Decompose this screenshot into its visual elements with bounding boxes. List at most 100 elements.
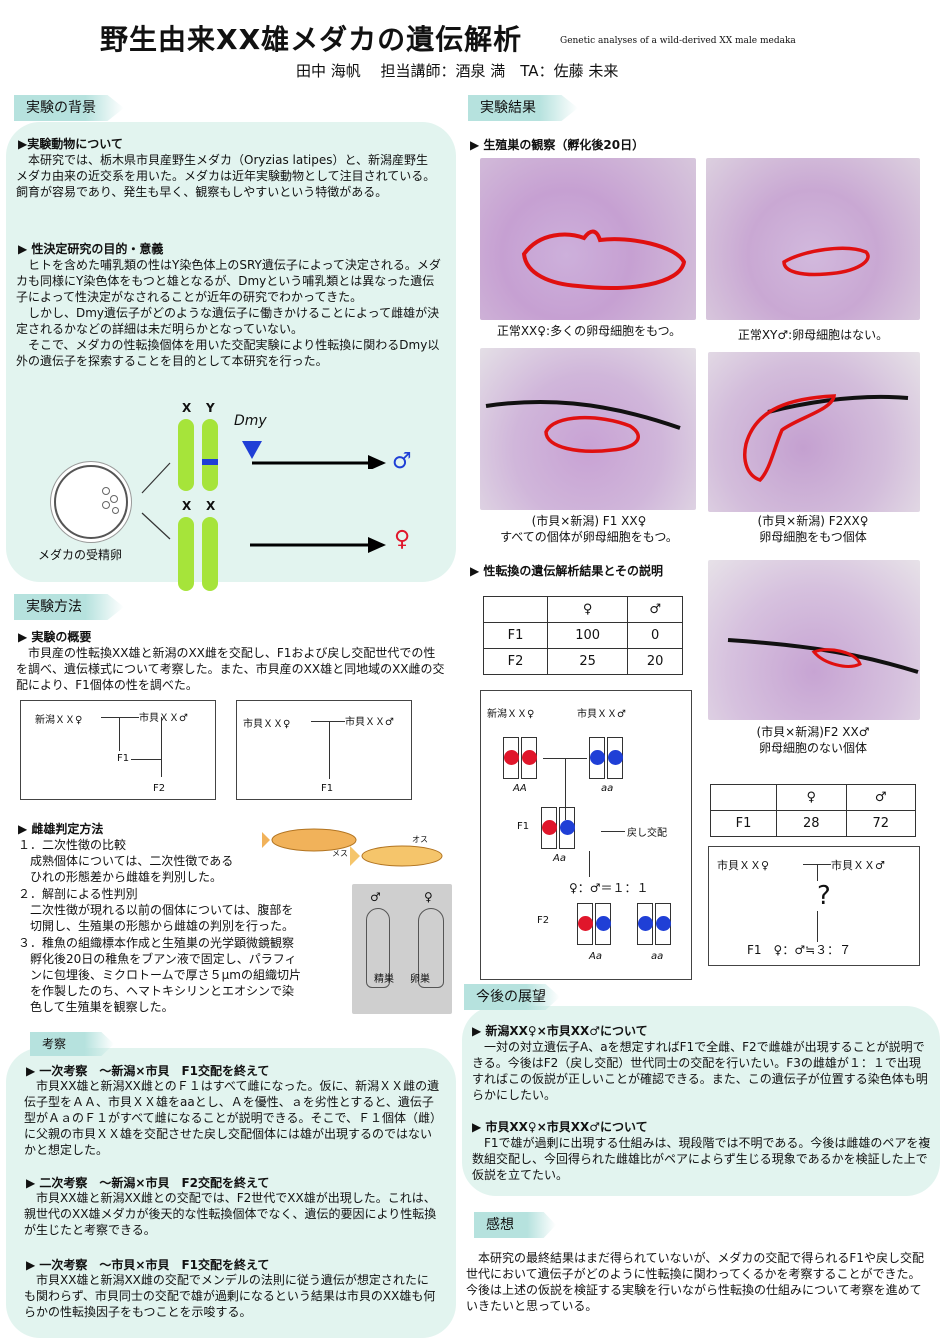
caption-f2-xx-male: (市貝×新潟)F2 XX♂ 卵母細胞のない個体 <box>756 725 870 755</box>
allele-A-1 <box>504 750 519 765</box>
dissection-male-symbol: ♂ <box>370 890 381 904</box>
outlook-panel <box>462 1006 940 1196</box>
caption-normal-xy: 正常XY♂:卵母細胞はない。 <box>737 328 889 342</box>
fish-illustration: メス オス <box>260 810 452 880</box>
method-item-1-text: 成熟個体については、二次性徴である ひれの形態差から雌雄を判別した。 <box>30 854 234 884</box>
sexing-title: ▶ 雌雄判定方法 <box>18 822 104 836</box>
dmy-band <box>202 459 218 465</box>
x-label-3: X <box>206 499 216 513</box>
cross2-female: 市貝ＸＸ♀ <box>243 719 291 730</box>
y-label: Y <box>206 401 215 415</box>
cross1-f1: F1 <box>117 753 130 764</box>
t2-male-header: ♂ <box>845 784 916 811</box>
dmy-arrow <box>242 441 386 469</box>
cross-diagram-2: 市貝ＸＸ♀ 市貝ＸＸ♂ F1 <box>236 700 412 800</box>
outlook-2-text: F1で雄が過剰に出現する仕組みは、現段階では不明である。今後は雌雄のペアを複数組… <box>472 1136 931 1182</box>
x-label-1: X <box>182 401 192 415</box>
english-subtitle: Genetic analyses of a wild-derived XX ma… <box>560 36 796 46</box>
fish-label-male: オス <box>412 835 428 844</box>
cross1-female: 新潟ＸＸ♀ <box>35 715 83 726</box>
t1-row-f2-label: F2 <box>483 648 548 675</box>
cross3-question: ? <box>815 881 833 911</box>
t2-f1-female: 28 <box>776 810 847 837</box>
gc-aa-label: aa <box>601 783 614 794</box>
x-chromosome-1 <box>178 419 194 491</box>
caption-f1-xx: (市貝×新潟) F1 XX♀ すべての個体が卵母細胞をもつ。 <box>500 514 678 544</box>
t1-row-f1-label: F1 <box>483 622 548 649</box>
purpose-section-title: ▶ 性決定研究の目的・意義 <box>18 242 164 256</box>
cross-diagram-1: 新潟ＸＸ♀ 市貝ＸＸ♂ F1 F2 <box>20 700 216 800</box>
fish-label-female: メス <box>332 849 348 858</box>
discussion-3-title: ▶ 一次考察 ～市貝×市貝 F1交配を終えて <box>26 1258 270 1272</box>
xx-outline <box>521 229 687 290</box>
background-heading: 実験の背景 <box>14 95 124 121</box>
cross1-male: 市貝ＸＸ♂ <box>139 713 188 724</box>
gc-ratio: ♀：♂＝１：１ <box>569 881 649 895</box>
cross2-male: 市貝ＸＸ♂ <box>345 717 394 728</box>
t1-f2-male: 20 <box>627 648 683 675</box>
f1-outline <box>485 399 681 453</box>
outlook-2-title: ▶ 市貝XX♀×市貝XX♂について <box>472 1120 648 1134</box>
poster-title: 野生由来XX雄メダカの遺伝解析 <box>100 23 523 56</box>
y-chromosome <box>202 419 218 491</box>
x-chromosome-3 <box>202 517 218 591</box>
outlook-heading: 今後の展望 <box>464 984 560 1010</box>
egg-caption: メダカの受精卵 <box>38 548 123 562</box>
allele-A-2 <box>522 750 537 765</box>
female-symbol: ♀ <box>394 527 411 552</box>
allele-f2-a-1 <box>596 916 611 931</box>
allele-f2-a-3 <box>656 916 671 931</box>
cross3-male: 市貝ＸＸ♂ <box>831 859 885 872</box>
gc-parent-male: 市貝ＸＸ♂ <box>577 709 626 720</box>
testis-label: 精巣 <box>374 974 394 985</box>
gc-parent-female: 新潟ＸＸ♀ <box>487 709 535 720</box>
caption-normal-xx: 正常XX♀:多くの卵母細胞をもつ。 <box>496 324 682 338</box>
histology-f2-xx-female <box>708 352 920 512</box>
male-symbol: ♂ <box>392 449 412 474</box>
discussion-2-title: ▶ 二次考察 ～新潟×市貝 F2交配を終えて <box>26 1176 270 1190</box>
cross1-f2: F2 <box>153 783 166 794</box>
dissection-female-symbol: ♀ <box>424 890 433 904</box>
discussion-1-title: ▶ 一次考察 ～新潟×市貝 F1交配を終えて <box>26 1064 270 1078</box>
allele-f2-a-2 <box>638 916 653 931</box>
method-item-2-text: 二次性徴が現れる以前の個体については、腹部を 切開し、生殖巣の形態から雌雄の判別… <box>30 903 295 933</box>
branch-arrows <box>141 462 171 540</box>
t1-f2-female: 25 <box>546 648 629 675</box>
t2-row-f1-label: F1 <box>710 810 777 837</box>
results-table-1: ♀ ♂ F1 100 0 F2 25 20 <box>483 596 683 675</box>
impression-heading: 感想 <box>474 1212 556 1238</box>
f2-female-outline <box>743 394 909 483</box>
dissection-photo: ♂ ♀ 精巣 卵巣 <box>352 884 452 1014</box>
discussion-2-text: 市貝XX雄と新潟XX雌との交配では、F2世代でXX雄が出現した。これは、親世代の… <box>24 1191 437 1237</box>
genetics-title: ▶ 性転換の遺伝解析結果とその説明 <box>470 564 664 578</box>
x-label-2: X <box>182 499 192 513</box>
results-heading: 実験結果 <box>468 95 578 121</box>
animal-text: 本研究では、栃木県市貝産野生メダカ（Oryzias latipes）と、新潟産野… <box>16 153 436 199</box>
gc-AA-label: AA <box>513 783 527 794</box>
authors: 田中 海帆 担当講師：酒泉 満 TA：佐藤 未来 <box>296 62 619 80</box>
t2-female-header: ♀ <box>776 784 847 811</box>
t1-male-header: ♂ <box>627 596 683 623</box>
female-specimen <box>418 908 444 988</box>
cross3-f1-result: F1 ♀：♂≒３：７ <box>747 943 852 957</box>
methods-heading: 実験方法 <box>14 594 124 620</box>
discussion-panel <box>6 1048 456 1338</box>
sex-determination-figure: メダカの受精卵 X Y X X Dmy ♂ ♀ <box>20 395 450 595</box>
xy-outline <box>782 246 870 277</box>
method-item-3-text: 孵化後20日の稚魚をブアン液で固定し、パラフィ ンに包埋後、ミクロトームで厚さ５… <box>30 952 301 1014</box>
allele-a-2 <box>608 750 623 765</box>
overview-text: 市貝産の性転換XX雄と新潟のXX雌を交配し、F1および戻し交配世代での性を調べ、… <box>16 646 445 692</box>
purpose-text: ヒトを含めた哺乳類の性はY染色体上のSRY遺伝子によって決定される。メダカも同様… <box>16 258 441 368</box>
ovary-label: 卵巣 <box>410 974 430 985</box>
animal-section-title: ▶実験動物について <box>18 137 123 151</box>
gc-Aa-label: Aa <box>553 853 566 864</box>
allele-f1-A <box>542 820 557 835</box>
fish-drawing <box>260 828 443 867</box>
gc-f1-label: F1 <box>517 821 530 832</box>
outlook-1-text: 一対の対立遺伝子A、aを想定すればF1で全雌、F2で雌雄が出現することが説明でき… <box>472 1040 928 1102</box>
fertilized-egg <box>54 465 128 539</box>
t2-f1-male: 72 <box>845 810 916 837</box>
t1-f1-male: 0 <box>627 622 683 649</box>
cross-diagram-3: 市貝ＸＸ♀ 市貝ＸＸ♂ ? F1 ♀：♂≒３：７ <box>708 846 920 966</box>
t1-corner <box>483 596 548 623</box>
